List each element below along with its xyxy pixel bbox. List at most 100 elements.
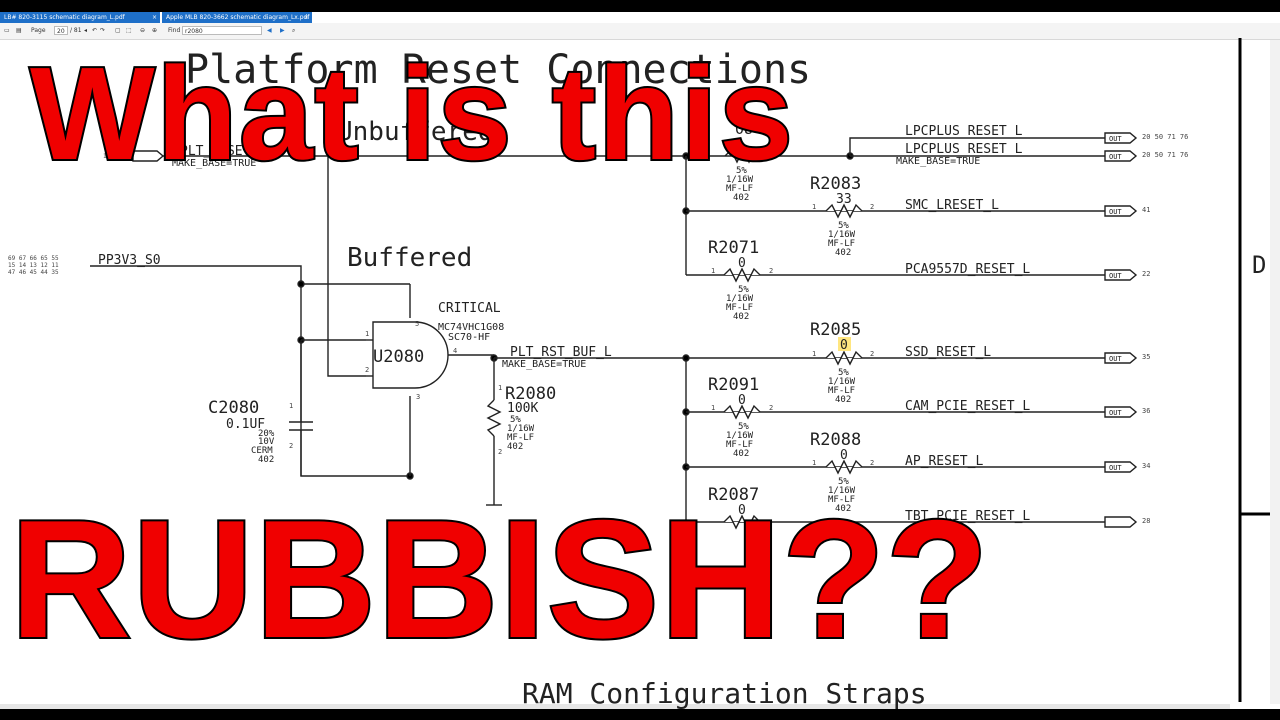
svg-text:33: 33 [836, 192, 852, 207]
svg-text:MF-LF: MF-LF [828, 239, 855, 249]
fit-width-icon[interactable]: ⬚ [126, 27, 132, 34]
svg-text:5%: 5% [838, 368, 849, 378]
svg-text:MAKE_BASE=TRUE: MAKE_BASE=TRUE [896, 156, 980, 167]
zone-letter: D [1252, 251, 1266, 279]
svg-text:0: 0 [840, 448, 848, 463]
svg-text:AP_RESET_L: AP_RESET_L [905, 454, 983, 469]
svg-text:1: 1 [812, 459, 816, 467]
bottom-section-title: RAM Configuration Straps [522, 677, 927, 710]
search-options-icon[interactable]: ⌕ [292, 27, 296, 34]
svg-text:1/16W: 1/16W [828, 230, 856, 240]
svg-text:41: 41 [1142, 206, 1150, 214]
tab-label: LB# 820-3115 schematic diagram_L.pdf [4, 14, 125, 21]
svg-text:PCA9557D_RESET_L: PCA9557D_RESET_L [905, 262, 1030, 277]
schematic-title: Platform Reset Connections [185, 47, 811, 93]
zoom-out-icon[interactable]: ⊖ [140, 27, 146, 34]
undo-icon[interactable]: ↶ [92, 27, 98, 34]
svg-text:18: 18 [103, 153, 111, 160]
svg-text:2: 2 [365, 366, 369, 374]
search-highlight [838, 337, 851, 351]
svg-text:08: 08 [735, 120, 753, 138]
vertical-scrollbar[interactable] [1270, 40, 1280, 704]
svg-text:1/16W: 1/16W [828, 486, 856, 496]
overlay-headline: What is this [28, 40, 795, 187]
svg-text:MF-LF: MF-LF [828, 495, 855, 505]
find-input[interactable]: r2080 [182, 26, 262, 35]
svg-text:5: 5 [415, 320, 419, 328]
svg-text:1: 1 [498, 384, 502, 392]
svg-text:OUT: OUT [1109, 208, 1122, 216]
svg-text:402: 402 [835, 395, 851, 405]
svg-text:OUT: OUT [1109, 135, 1122, 143]
svg-text:MC74VHC1G08: MC74VHC1G08 [438, 322, 504, 333]
zoom-in-icon[interactable]: ⊕ [152, 27, 158, 34]
page-label: Page [31, 27, 46, 34]
svg-text:R2083: R2083 [810, 174, 861, 194]
svg-text:5%: 5% [738, 285, 749, 295]
tab-lb-820-3115[interactable]: LB# 820-3115 schematic diagram_L.pdf × [0, 12, 160, 23]
horizontal-scrollbar[interactable] [0, 704, 1230, 709]
svg-text:402: 402 [733, 312, 749, 322]
open-folder-icon[interactable]: ▭ [4, 27, 10, 34]
svg-text:2: 2 [769, 404, 773, 412]
svg-text:R2071: R2071 [708, 238, 759, 258]
pdf-toolbar: ▭ ▤ Page 20 / 81 ◂ ↶ ↷ ▢ ⬚ ⊖ ⊕ Find r208… [0, 23, 1280, 40]
svg-text:1: 1 [289, 402, 293, 410]
svg-text:MAKE_BASE=TRUE: MAKE_BASE=TRUE [172, 158, 256, 169]
svg-text:1/16W: 1/16W [726, 175, 754, 185]
svg-text:MF-LF: MF-LF [726, 440, 753, 450]
svg-text:1: 1 [711, 404, 715, 412]
svg-text:LPCPLUS_RESET_L: LPCPLUS_RESET_L [905, 142, 1023, 157]
svg-text:2: 2 [870, 203, 874, 211]
svg-text:MF-LF: MF-LF [507, 433, 534, 443]
svg-text:R2087: R2087 [708, 485, 759, 505]
svg-text:OUT: OUT [1109, 355, 1122, 363]
svg-text:5%: 5% [838, 477, 849, 487]
svg-text:1: 1 [812, 350, 816, 358]
svg-text:34: 34 [1142, 462, 1150, 470]
svg-text:2: 2 [769, 267, 773, 275]
svg-text:2: 2 [870, 350, 874, 358]
svg-text:0: 0 [738, 256, 746, 271]
page-number-input[interactable]: 20 [54, 26, 68, 35]
svg-text:0.1UF: 0.1UF [226, 417, 265, 432]
print-icon[interactable]: ▤ [16, 27, 22, 34]
window-bottom-bar [0, 709, 1280, 720]
svg-text:1: 1 [365, 330, 369, 338]
find-next-icon[interactable]: ▶ [280, 27, 285, 34]
power-net-label: PP3V3_S0 [98, 253, 161, 268]
svg-text:LPCPLUS_RESET_L: LPCPLUS_RESET_L [905, 124, 1023, 139]
svg-text:SC70-HF: SC70-HF [448, 332, 490, 343]
svg-text:22: 22 [1142, 270, 1150, 278]
svg-text:20 50 71 76: 20 50 71 76 [1142, 151, 1188, 159]
svg-text:1/16W: 1/16W [726, 294, 754, 304]
svg-text:OUT: OUT [1109, 464, 1122, 472]
svg-text:R2085: R2085 [810, 320, 861, 340]
svg-text:0: 0 [738, 393, 746, 408]
svg-text:CAM_PCIE_RESET_L: CAM_PCIE_RESET_L [905, 399, 1030, 414]
unbuffered-label: Unbuffered [337, 117, 494, 147]
input-net-label: PLT_RESET_L [180, 144, 266, 159]
svg-text:1/16W: 1/16W [507, 424, 535, 434]
svg-text:C2080: C2080 [208, 398, 259, 418]
nav-prev-icon[interactable]: ◂ [84, 27, 88, 34]
tab-close-icon[interactable]: × [151, 14, 157, 21]
find-prev-icon[interactable]: ◀ [267, 27, 272, 34]
svg-text:5%: 5% [838, 221, 849, 231]
svg-text:47 46 45 44 35: 47 46 45 44 35 [8, 269, 59, 276]
page-total: / 81 [70, 27, 82, 34]
tab-close-icon[interactable]: × [303, 14, 309, 21]
tab-label: Apple MLB 820-3662 schematic diagram_Lx.… [166, 14, 310, 21]
gate-ref: U2080 [373, 347, 424, 367]
svg-text:SMC_LRESET_L: SMC_LRESET_L [905, 198, 999, 213]
svg-text:OUT: OUT [1109, 153, 1122, 161]
redo-icon[interactable]: ↷ [100, 27, 106, 34]
svg-text:402: 402 [258, 455, 274, 465]
svg-text:1/16W: 1/16W [828, 377, 856, 387]
buffered-label: Buffered [347, 243, 472, 273]
svg-text:2: 2 [289, 442, 293, 450]
svg-text:MF-LF: MF-LF [726, 303, 753, 313]
fit-page-icon[interactable]: ▢ [115, 27, 121, 34]
tab-apple-mlb-820-3662[interactable]: Apple MLB 820-3662 schematic diagram_Lx.… [162, 12, 312, 23]
buffered-net-label: PLT_RST_BUF_L [510, 345, 612, 360]
